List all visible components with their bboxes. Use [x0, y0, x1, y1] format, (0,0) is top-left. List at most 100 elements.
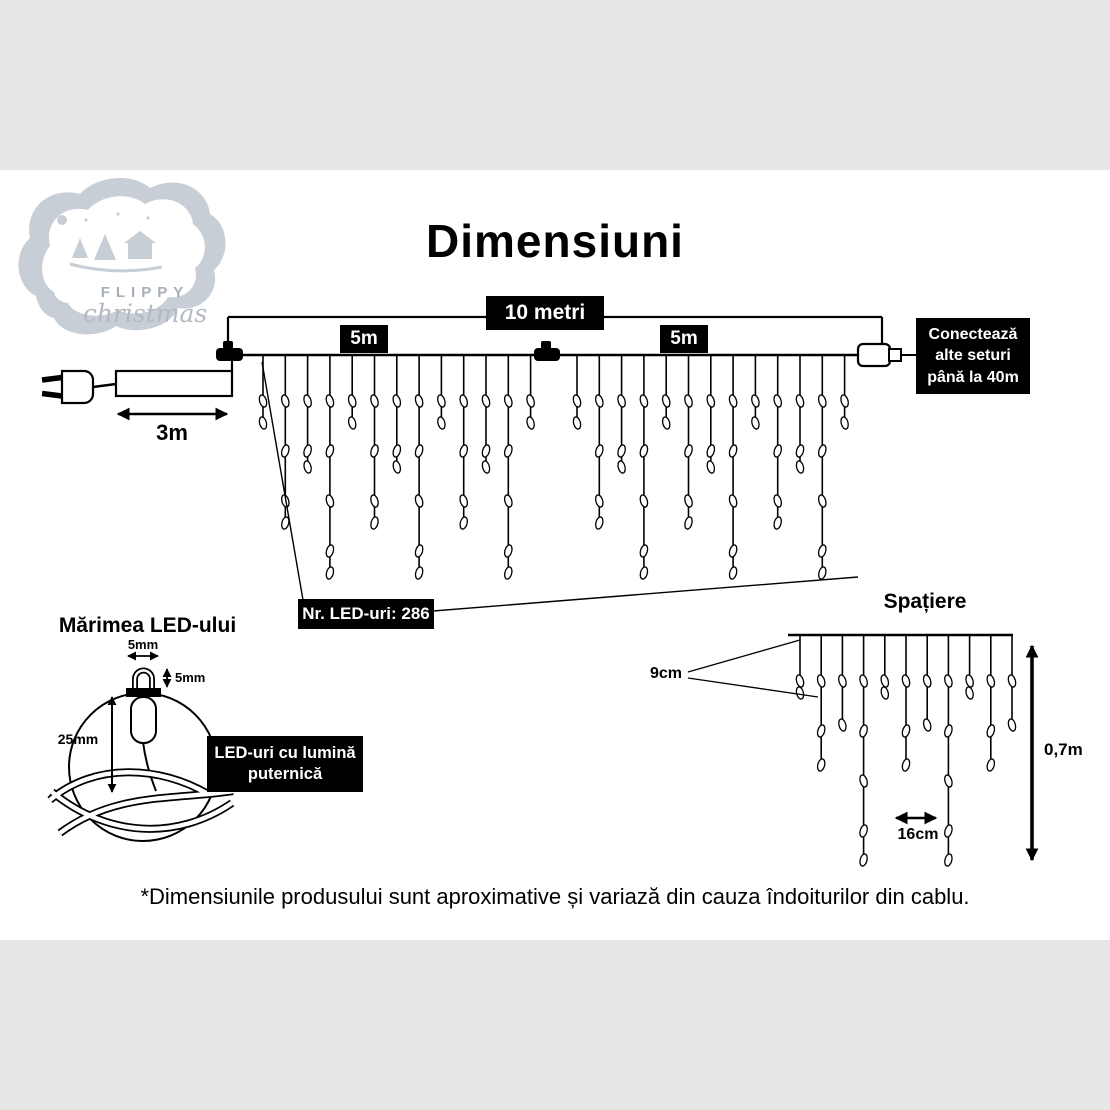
logo-ground-line	[69, 262, 163, 273]
led-bulb	[459, 394, 469, 408]
led-bulb	[795, 394, 805, 408]
led-bulb	[370, 444, 379, 458]
led-bulb	[370, 394, 379, 408]
led-bulb	[965, 674, 974, 688]
led-bulb	[816, 758, 826, 772]
led-bulb	[303, 444, 312, 458]
led-bulb	[639, 444, 649, 458]
drop-gap-pointer-lines	[687, 639, 819, 698]
lead-length-label: 3m	[156, 420, 188, 445]
led-bulb	[751, 416, 760, 430]
led-bulb	[504, 566, 513, 580]
led-bulb	[594, 494, 604, 508]
led-bulb	[325, 544, 335, 558]
led-size-detail	[47, 651, 235, 842]
led-bulb	[706, 460, 716, 474]
tree-icon	[94, 234, 116, 260]
led-bulb	[639, 566, 649, 580]
icicle-drops-right	[572, 355, 849, 580]
led-bulb	[817, 394, 827, 408]
page-title: Dimensiuni	[426, 215, 684, 267]
led-bulb	[370, 494, 379, 508]
led-bulb	[280, 444, 290, 458]
led-bulb	[526, 394, 535, 408]
led-bulb	[661, 394, 671, 408]
brand-name-bottom: christmas	[82, 299, 208, 328]
led-bulb	[481, 394, 491, 408]
led-bulb	[280, 394, 290, 408]
led-bulb	[816, 674, 826, 688]
plug-body	[60, 369, 95, 405]
house-icon	[128, 243, 152, 259]
led-bulb	[347, 416, 357, 430]
led-bulb	[684, 394, 693, 408]
led-bulb	[773, 444, 783, 458]
segment1-label: 5m	[340, 325, 388, 353]
led-bulb	[1007, 718, 1017, 732]
led-bulb	[437, 394, 446, 408]
led-bulb	[303, 460, 312, 474]
led-bulb	[901, 674, 911, 688]
led-bulb	[818, 566, 827, 580]
led-bulb	[684, 444, 693, 458]
led-bulb	[414, 494, 424, 508]
led-bulb	[617, 460, 626, 474]
led-bulb	[838, 674, 847, 688]
led-bulb	[325, 394, 335, 408]
led-gap-label: 16cm	[897, 826, 939, 843]
led-bulb	[840, 394, 849, 408]
led-bulb	[728, 444, 738, 458]
drop-gap-label: 9cm	[650, 665, 683, 682]
led-bulb	[526, 416, 535, 430]
led-bulb	[838, 718, 847, 732]
led-bulb	[347, 394, 357, 408]
led-bulb	[859, 724, 868, 738]
moon-icon	[57, 215, 67, 225]
led-bulb	[1007, 674, 1017, 688]
led-head-label: 5mm	[175, 670, 206, 685]
led-bulb	[944, 674, 953, 688]
spacing-title: Spațiere	[883, 590, 967, 613]
led-bulb	[986, 724, 996, 738]
led-bulb	[639, 544, 649, 558]
led-bulb	[901, 724, 911, 738]
led-bulb	[392, 444, 402, 458]
led-body	[130, 696, 157, 744]
led-bulb	[617, 394, 626, 408]
led-bulb	[706, 444, 716, 458]
led-bulb	[414, 566, 424, 580]
led-bulb	[859, 824, 868, 838]
led-bulb	[944, 824, 953, 838]
led-bulb	[817, 544, 827, 558]
led-bulb	[795, 674, 805, 688]
total-length-label: 10 metri	[486, 296, 604, 330]
segment2-label: 5m	[660, 325, 708, 353]
led-bulb	[773, 494, 783, 508]
led-base	[126, 688, 161, 697]
led-bulb	[840, 416, 849, 430]
plug-prong	[41, 374, 63, 383]
led-bulb	[459, 444, 469, 458]
led-bulb	[594, 394, 604, 408]
power-plug	[41, 358, 234, 405]
led-bulb	[880, 674, 890, 688]
lead-wire-coil	[114, 369, 234, 398]
icicle-drops-spacing	[795, 635, 1017, 867]
led-bulb	[773, 516, 782, 530]
wire-connectors	[216, 341, 560, 361]
led-bulb	[572, 416, 582, 430]
led-bulb	[684, 494, 693, 508]
led-bulb	[503, 544, 513, 558]
end-connector-plug	[856, 342, 917, 368]
led-bulb	[795, 460, 805, 474]
led-bulb	[661, 416, 671, 430]
led-bulb	[459, 494, 469, 508]
icicle-drops-left	[258, 355, 535, 580]
led-bulb	[965, 686, 974, 700]
led-bulb	[944, 853, 953, 867]
led-width-label: 5mm	[127, 637, 159, 652]
led-bulb	[986, 674, 996, 688]
logo-cloud-inner	[42, 196, 205, 316]
